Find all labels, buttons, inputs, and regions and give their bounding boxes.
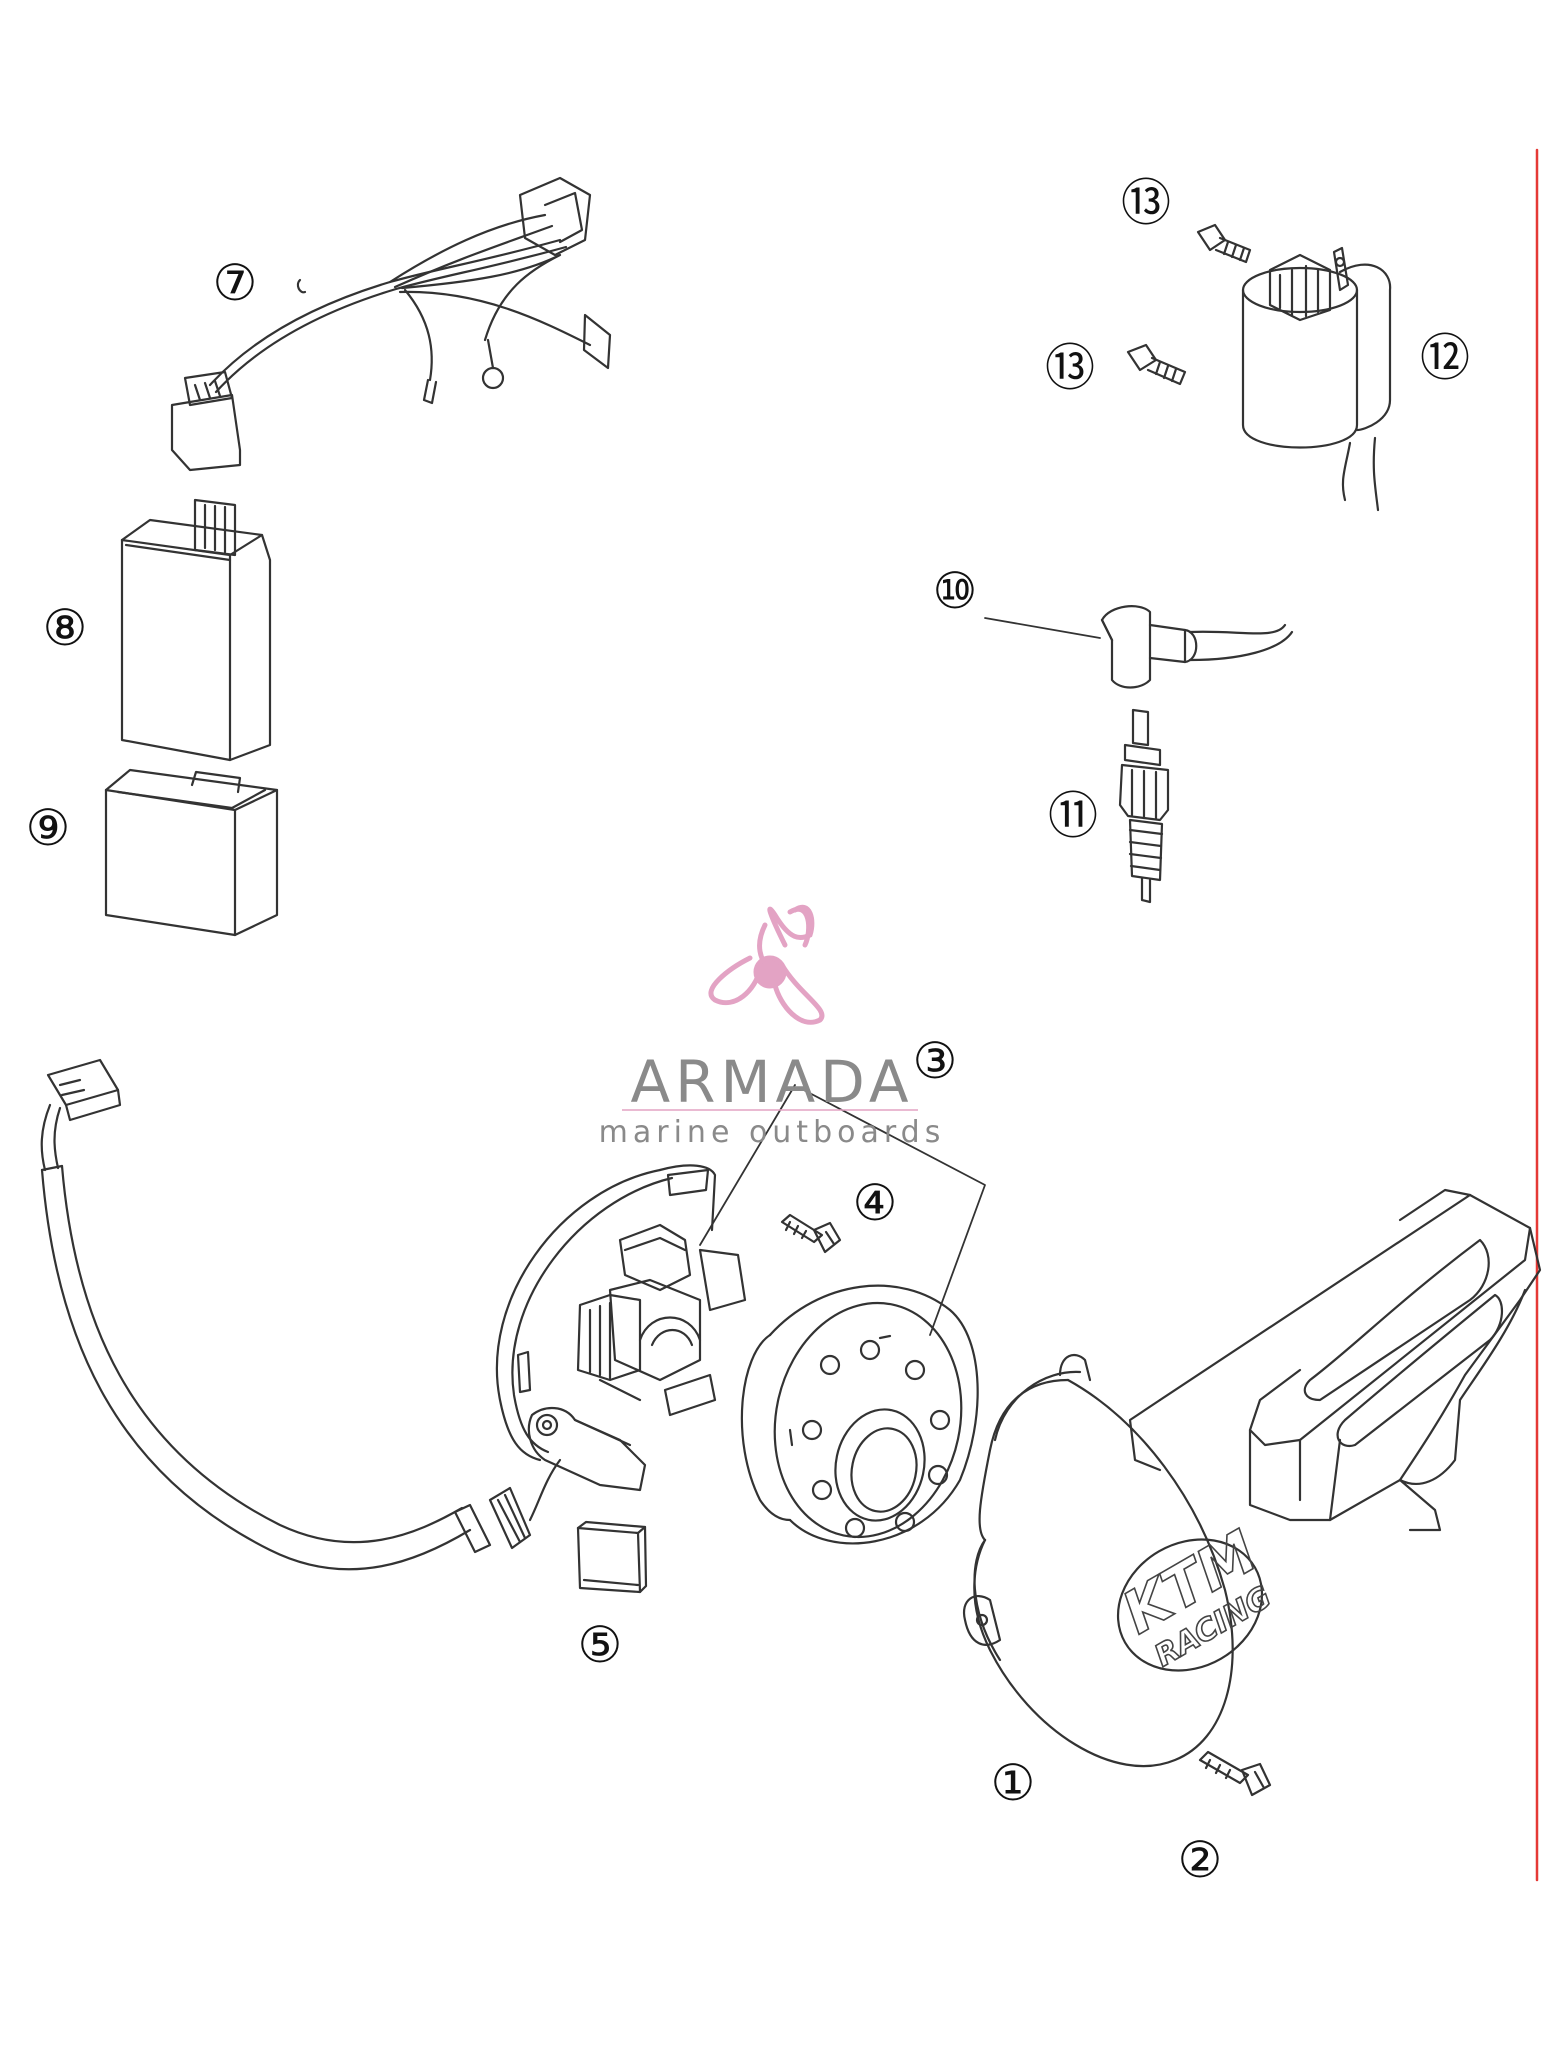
callout-11: ⑪ [1048,787,1098,845]
svg-text:⑪: ⑪ [1048,787,1098,845]
svg-text:②: ② [1178,1831,1223,1889]
propeller-icon [708,905,825,1025]
spark-plug [1118,708,1170,904]
svg-text:⑦: ⑦ [213,254,258,312]
callouts: ⑦ ⑧ ⑨ ⑬ ⑬ ⑫ ⑩ ⑪ ③ ④ ⑤ ① ② [26,174,1470,1889]
svg-text:⑤: ⑤ [578,1616,623,1674]
watermark-subtitle: marine outboards [599,1115,946,1150]
watermark: ARMADA marine outboards [599,905,946,1150]
svg-text:⑩: ⑩ [933,562,978,620]
spark-plug-cap [1100,605,1294,689]
wiring-harness [170,176,612,472]
svg-text:⑧: ⑧ [43,599,88,657]
callout-7: ⑦ [213,254,258,312]
callout-12: ⑫ [1420,329,1470,387]
svg-text:⑫: ⑫ [1420,329,1470,387]
svg-text:①: ① [991,1754,1036,1812]
watermark-title: ARMADA [630,1048,913,1116]
svg-text:③: ③ [913,1032,958,1090]
callout-8: ⑧ [43,599,88,657]
stator-screw [780,1213,842,1254]
callout-13-lower: ⑬ [1045,339,1095,397]
stator-plate [495,1164,747,1492]
ignition-coil [1241,246,1392,512]
cover-screw [1198,1750,1272,1797]
callout-9: ⑨ [26,799,71,857]
callout-4: ④ [853,1174,898,1232]
screw-lower [1126,343,1187,386]
ktm-racing-logo: KTM RACING [1110,1516,1278,1675]
callout-3: ③ [913,1032,958,1090]
callout-5: ⑤ [578,1616,623,1674]
rotor [740,1284,979,1545]
svg-text:⑬: ⑬ [1121,174,1171,232]
shim-plate [576,1520,648,1594]
svg-text:⑬: ⑬ [1045,339,1095,397]
cdi-unit [120,498,272,762]
screw-upper [1196,223,1252,264]
stator-cable [40,1058,562,1571]
callout-13-upper: ⑬ [1121,174,1171,232]
callout-1: ① [991,1754,1036,1812]
callout-2: ② [1178,1831,1223,1889]
cdi-holder [104,768,279,937]
ignition-cover [962,1188,1542,1768]
leader-lines [699,617,1101,1336]
callout-10: ⑩ [933,562,978,620]
svg-text:⑨: ⑨ [26,799,71,857]
svg-text:④: ④ [853,1174,898,1232]
